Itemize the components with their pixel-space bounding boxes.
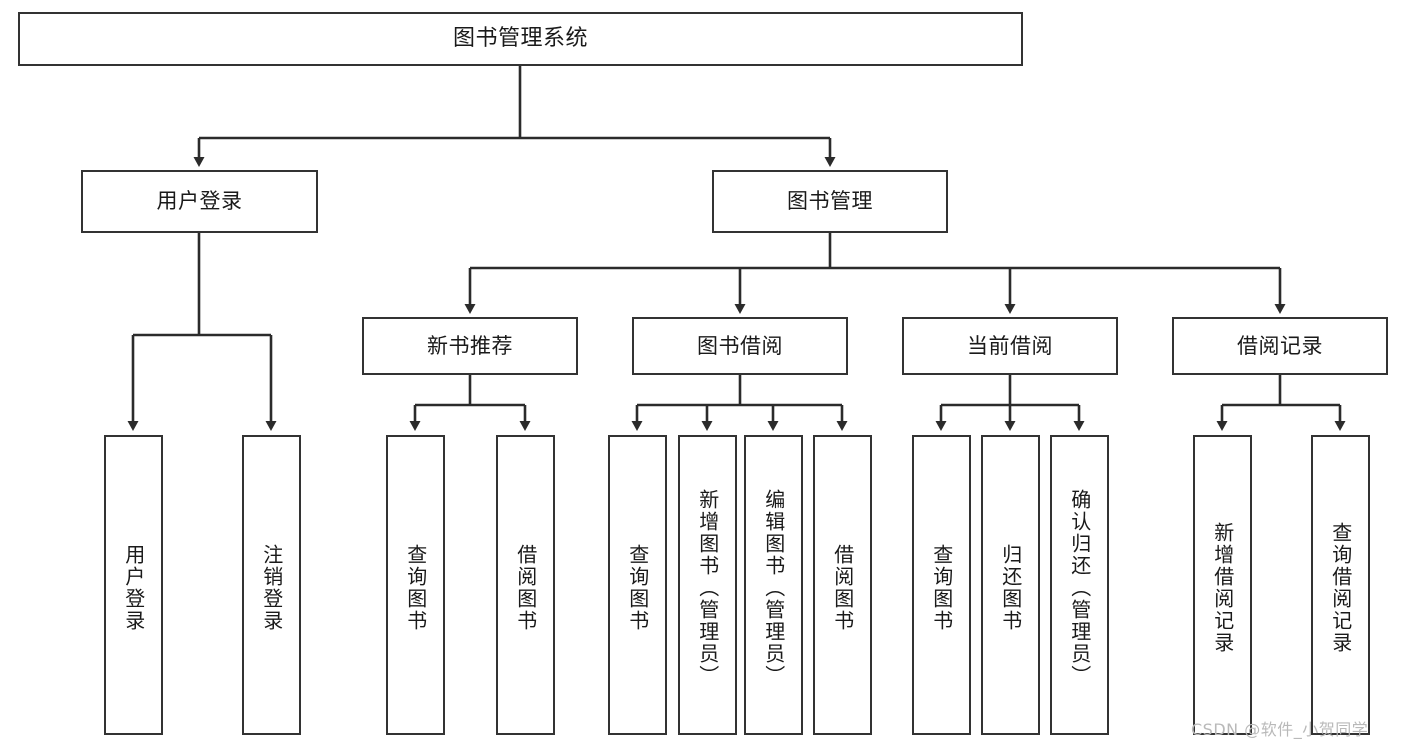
node-label: 编辑图书（管理员） [761, 489, 786, 687]
leaf-borrow-record-query-record[interactable]: 查询借阅记录 [1311, 435, 1370, 735]
node-book-management-system[interactable]: 图书管理系统 [18, 12, 1023, 66]
node-label: 查询图书 [625, 544, 650, 632]
node-label: 用户登录 [156, 189, 243, 214]
node-label: 借阅图书 [513, 544, 538, 632]
node-label: 图书管理 [787, 189, 873, 214]
leaf-borrow-record-add-record[interactable]: 新增借阅记录 [1193, 435, 1252, 735]
leaf-book-borrow-edit-book-admin[interactable]: 编辑图书（管理员） [744, 435, 803, 735]
node-label: 查询图书 [929, 544, 954, 632]
leaf-current-borrow-return-book[interactable]: 归还图书 [981, 435, 1040, 735]
node-label: 图书管理系统 [452, 26, 588, 52]
leaf-current-borrow-query-book[interactable]: 查询图书 [912, 435, 971, 735]
node-label: 当前借阅 [967, 333, 1053, 358]
node-label: 归还图书 [998, 544, 1023, 632]
node-label: 借阅图书 [830, 544, 855, 632]
leaf-book-borrow-borrow-book[interactable]: 借阅图书 [813, 435, 872, 735]
node-borrow-record[interactable]: 借阅记录 [1172, 317, 1388, 375]
csdn-watermark: CSDN @软件_小贺同学 [1191, 720, 1369, 739]
node-user-login[interactable]: 用户登录 [81, 170, 318, 233]
node-label: 借阅记录 [1237, 333, 1323, 358]
leaf-new-book-query-book[interactable]: 查询图书 [386, 435, 445, 735]
leaf-current-borrow-confirm-return-admin[interactable]: 确认归还（管理员） [1050, 435, 1109, 735]
leaf-book-borrow-query-book[interactable]: 查询图书 [608, 435, 667, 735]
leaf-book-borrow-add-book-admin[interactable]: 新增图书（管理员） [678, 435, 737, 735]
node-label: 图书借阅 [697, 333, 783, 358]
leaf-user-login-logout[interactable]: 注销登录 [242, 435, 301, 735]
node-current-borrow[interactable]: 当前借阅 [902, 317, 1118, 375]
node-book-borrow[interactable]: 图书借阅 [632, 317, 848, 375]
node-new-book-recommend[interactable]: 新书推荐 [362, 317, 578, 375]
node-label: 新增图书（管理员） [695, 489, 720, 687]
node-label: 注销登录 [259, 544, 284, 632]
node-book-management[interactable]: 图书管理 [712, 170, 948, 233]
node-label: 新增借阅记录 [1210, 522, 1235, 654]
node-label: 确认归还（管理员） [1067, 489, 1092, 687]
node-label: 查询借阅记录 [1328, 522, 1353, 654]
node-label: 查询图书 [403, 544, 428, 632]
leaf-new-book-borrow-book[interactable]: 借阅图书 [496, 435, 555, 735]
node-label: 新书推荐 [427, 333, 513, 358]
node-label: 用户登录 [121, 544, 146, 632]
leaf-user-login-login[interactable]: 用户登录 [104, 435, 163, 735]
